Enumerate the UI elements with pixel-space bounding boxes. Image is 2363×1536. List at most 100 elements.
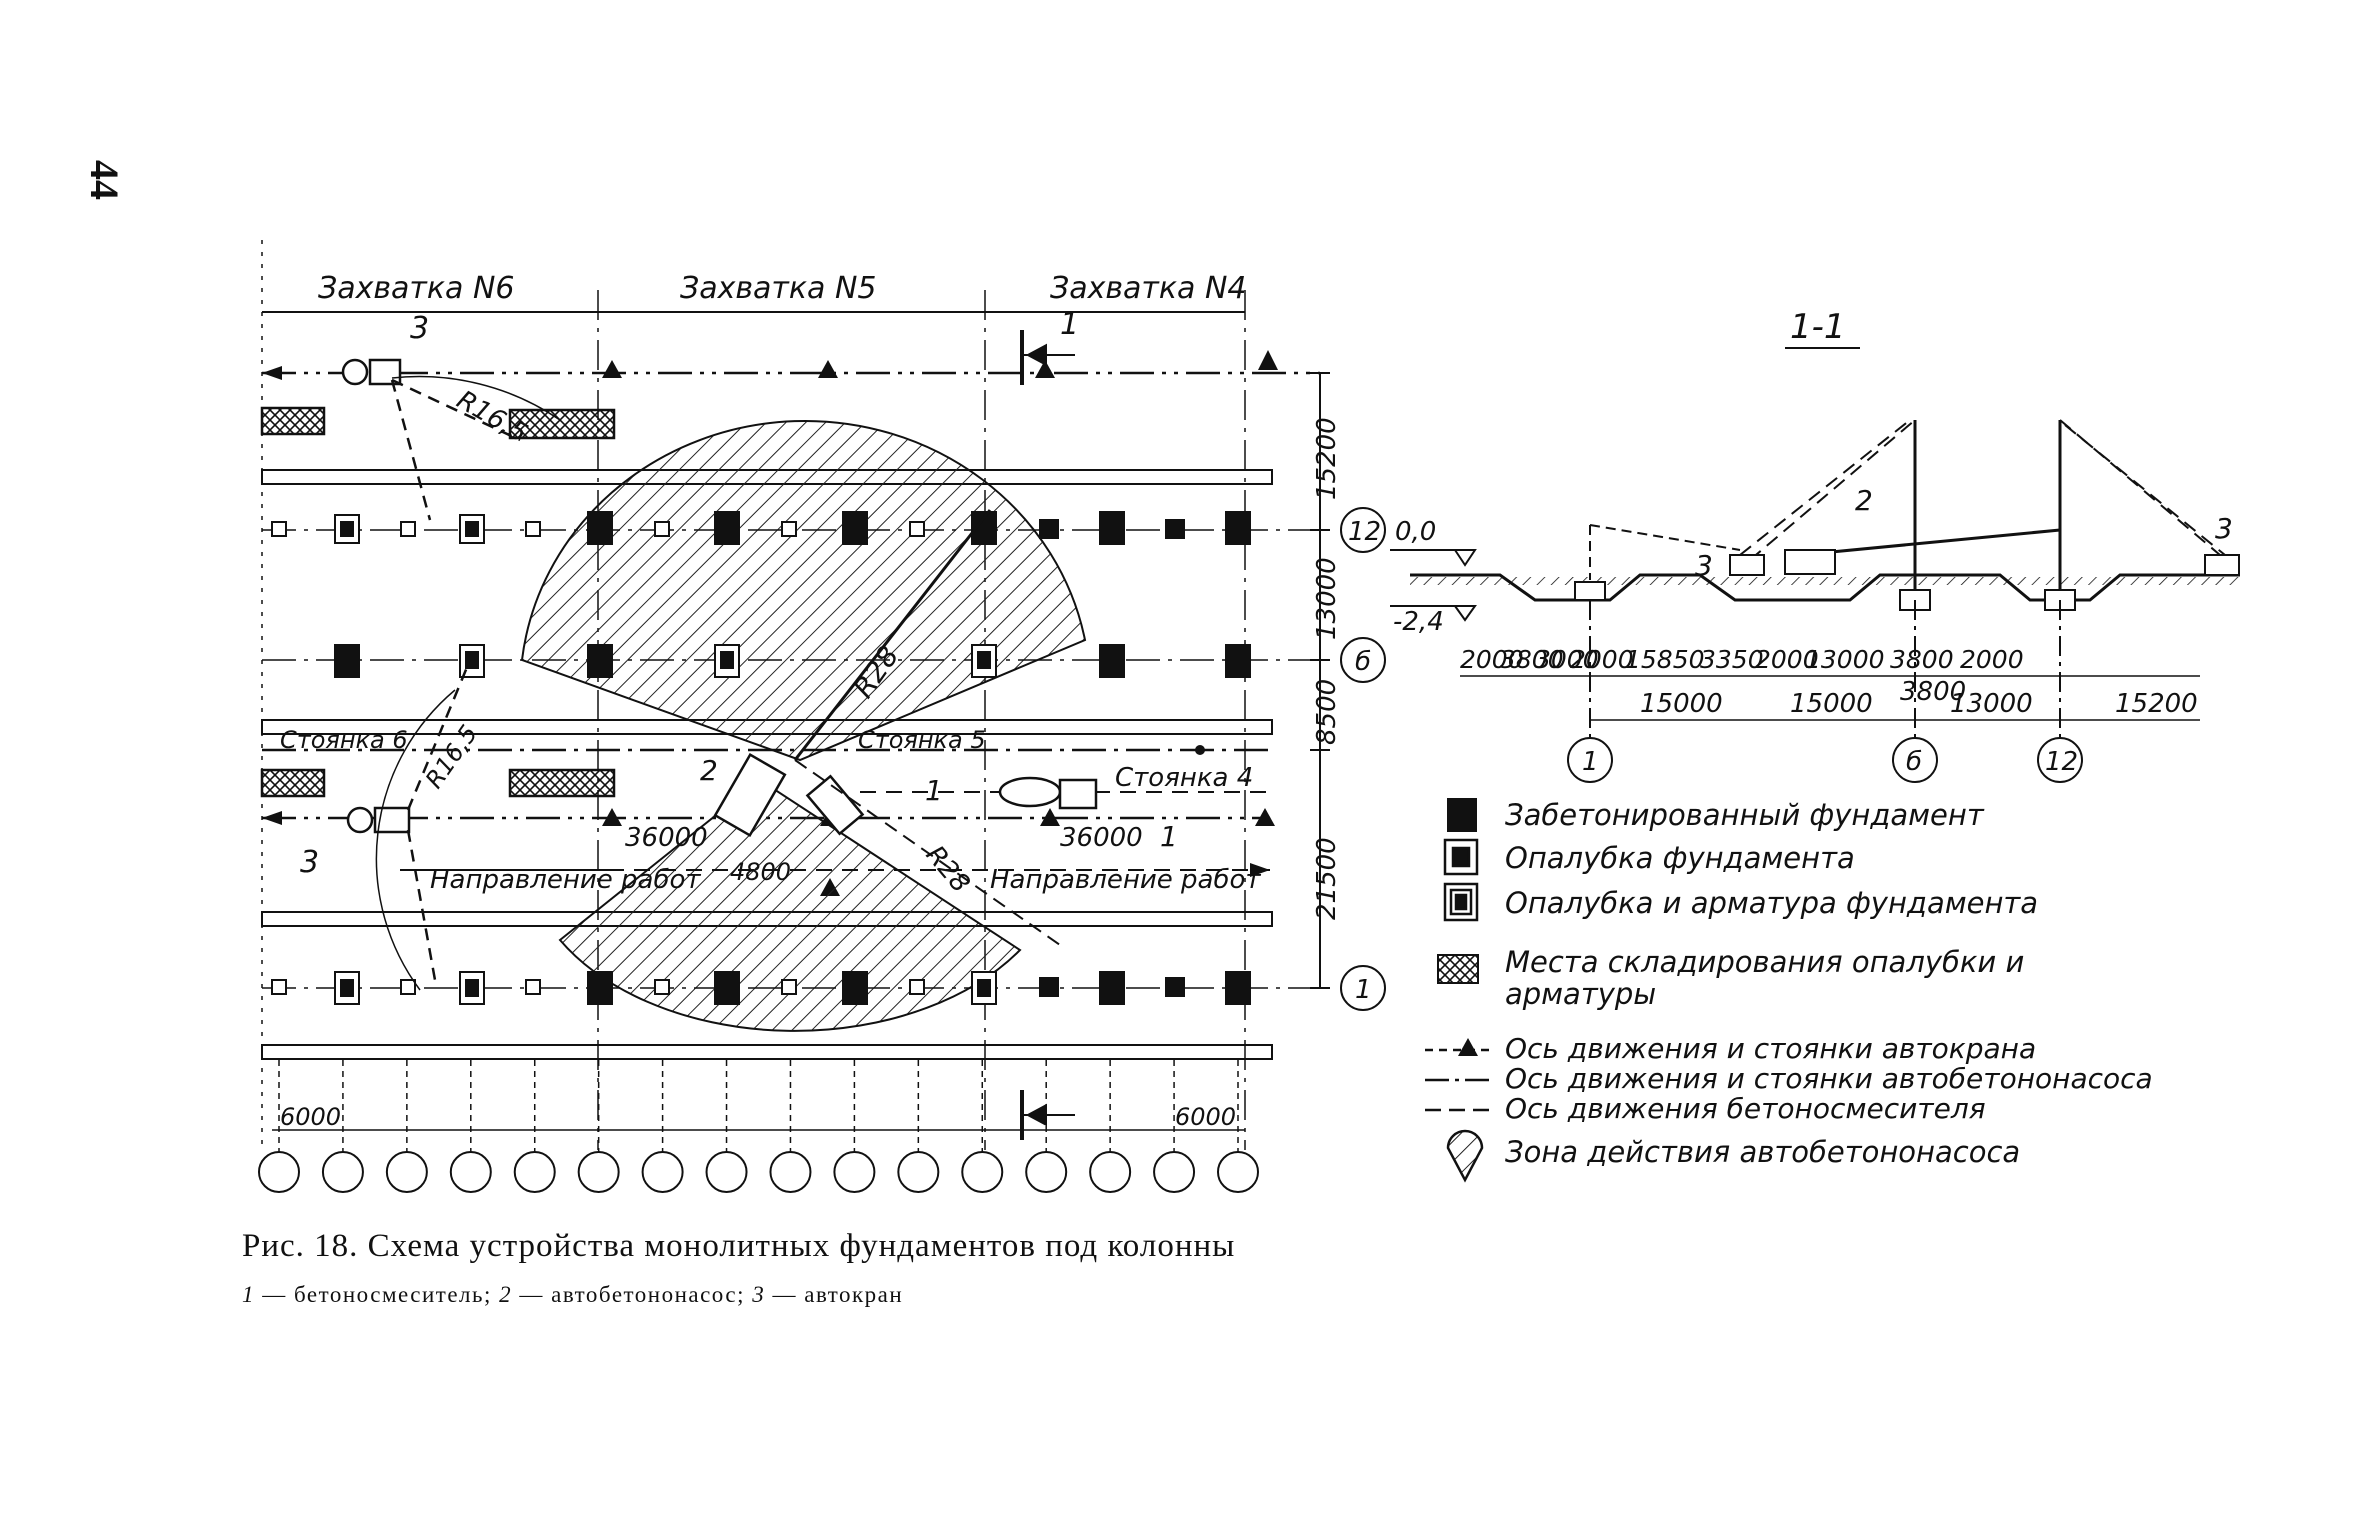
bottom-dim-left: 6000: [280, 1103, 341, 1131]
section-label-3a: 3: [1695, 549, 1713, 582]
axis-bubble-12: [1340, 507, 1386, 553]
section-label-3b: 3: [2215, 512, 2233, 545]
label-crane-lower: 3: [300, 845, 319, 880]
caption-item-3-num: 3: [752, 1282, 766, 1307]
legend-text-pump-axis: Ось движения и стоянки автобетононасоса: [1505, 1062, 2153, 1095]
section-axis-1: 1: [1582, 747, 1599, 777]
section-dim-top: 3800: [1890, 645, 1954, 674]
legend-swatch-formwork: [1443, 838, 1479, 876]
legend-swatch-formwork-rebar: [1443, 882, 1479, 922]
parking-4: Стоянка 4: [1115, 763, 1253, 793]
dim-4800: 4800: [730, 858, 791, 886]
section-dim-top: 2000: [1460, 645, 1524, 674]
bottom-dim-right: 6000: [1175, 1103, 1236, 1131]
section-dim-bottom: 3800: [1900, 677, 1966, 707]
legend: Забетонированный фундамент Опалубка фунд…: [1425, 798, 2153, 1183]
caption-item-2-text: автобетононасос;: [551, 1282, 745, 1307]
axis-label-1: 1: [1355, 975, 1372, 1005]
legend-swatch-storage: [1437, 954, 1479, 984]
work-direction-right: Направление работ: [990, 865, 1261, 895]
section-view: 1-1 0,0 -2,4: [1390, 307, 2240, 783]
section-dim-top: 3000: [1535, 645, 1599, 674]
column-axis-bubble: [705, 1151, 748, 1193]
section-dim-top: 13000: [1805, 645, 1885, 674]
legend-text-crane-axis: Ось движения и стоянки автокрана: [1505, 1032, 2036, 1065]
section-dim-top: 2000: [1755, 645, 1819, 674]
section-dim-top: 2000: [1960, 645, 2024, 674]
level-0: 0,0: [1395, 517, 1436, 547]
pump-zone-upper: [520, 419, 1087, 762]
column-axis-bubble: [449, 1151, 492, 1193]
section-dim-bottom: 15000: [1640, 689, 1723, 719]
stage-label-4: Захватка N4: [1050, 271, 1246, 306]
dim-36000-right: 36000: [1060, 823, 1143, 853]
mixer-truck: [998, 776, 1098, 810]
section-dim-bottom: 15200: [2115, 689, 2198, 719]
column-axis-bubble: [769, 1151, 812, 1193]
axis-label-b: б: [1355, 647, 1371, 677]
level-minus: -2,4: [1393, 607, 1444, 637]
pump-truck: [713, 509, 1061, 946]
legend-swatch-crane-axis: [1425, 1038, 1495, 1056]
plan-view: Захватка N6 Захватка N5 Захватка N4: [258, 240, 1386, 1193]
storage-areas: [260, 406, 616, 798]
label-crane-top: 3: [410, 311, 429, 346]
crane-position-6: [341, 358, 521, 521]
section-cut-marks: [1020, 330, 1075, 1140]
caption-item-3-text: автокран: [804, 1282, 904, 1307]
label-mixer-b: 1: [1160, 820, 1178, 853]
axis-label-12: 12: [1348, 517, 1381, 547]
legend-text-filled: Забетонированный фундамент: [1505, 798, 1985, 832]
column-axis-bubble: [1153, 1151, 1196, 1193]
section-dim-bottom: 13000: [1950, 689, 2033, 719]
section-axis-b: б: [1906, 747, 1922, 777]
figure-subcaption: 1 — бетоносмеситель; 2 — автобетононасос…: [242, 1282, 904, 1307]
stage-label-6: Захватка N6: [318, 271, 514, 306]
crane-position-lower: [346, 659, 472, 981]
legend-swatch-pump-zone: [1446, 1129, 1484, 1183]
column-axis-bubble: [258, 1151, 300, 1193]
column-axis-bubble: [321, 1151, 364, 1193]
section-dim-top: 3350: [1700, 645, 1764, 674]
figure-caption: Рис. 18. Схема устройства монолитных фун…: [242, 1228, 1236, 1264]
vdim-21500: 21500: [1312, 837, 1342, 920]
radius-label-top: R16,5: [452, 385, 533, 449]
section-axis-12: 12: [2045, 747, 2078, 777]
column-axis-bubble: [1089, 1151, 1132, 1193]
column-axis-bubble: [513, 1151, 556, 1193]
parking-6: Стоянка 6: [280, 726, 408, 754]
axis-bubble-b: [1340, 637, 1386, 683]
legend-swatch-filled: [1447, 798, 1477, 832]
column-axis-bubble: [1025, 1151, 1068, 1193]
caption-item-1-text: бетоносмеситель;: [294, 1282, 492, 1307]
section-dim-top: 2000: [1570, 645, 1634, 674]
column-axis-bubble: [961, 1151, 1004, 1193]
legend-text-mixer-axis: Ось движения бетоносмесителя: [1505, 1092, 1986, 1125]
column-axis-bubble: [385, 1151, 428, 1193]
legend-text-formwork-rebar: Опалубка и арматура фундамента: [1505, 886, 2038, 920]
caption-item-1-num: 1: [242, 1282, 255, 1307]
column-axis-bubble: [897, 1151, 940, 1193]
column-axis-bubble: [641, 1151, 684, 1193]
dim-36000-left: 36000: [625, 823, 708, 853]
legend-text-pump-zone: Зона действия автобетононасоса: [1505, 1135, 2020, 1169]
caption-item-2-num: 2: [499, 1282, 513, 1307]
label-mixer-a: 1: [925, 774, 943, 807]
parking-5: Стоянка 5: [858, 726, 986, 754]
label-pump: 2: [700, 754, 718, 787]
radius-label-mid: R16,5: [420, 720, 483, 794]
vdim-15200: 15200: [1312, 417, 1342, 500]
section-dim-top: 15850: [1625, 645, 1705, 674]
section-label-2: 2: [1855, 484, 1873, 517]
vdim-13000: 13000: [1312, 557, 1342, 640]
legend-text-formwork: Опалубка фундамента: [1505, 841, 1855, 875]
column-axes: [258, 1060, 1259, 1193]
column-axis-bubble: [577, 1151, 620, 1193]
section-title: 1-1: [1790, 307, 1846, 347]
section-mark-top: 1: [1060, 307, 1079, 342]
section-dim-top: 3800: [1500, 645, 1564, 674]
